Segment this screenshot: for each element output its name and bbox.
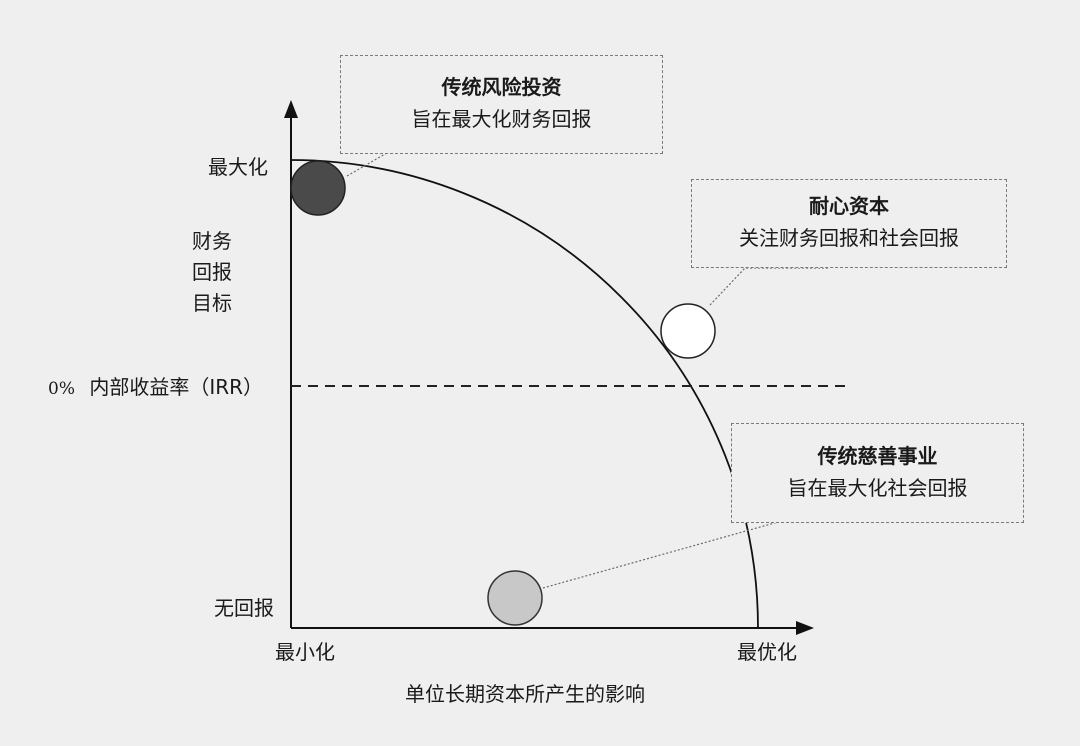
philanthropy-callout: 传统慈善事业 旨在最大化社会回报 xyxy=(731,423,1024,523)
irr-percent: 0% xyxy=(48,379,75,399)
y-axis-top-label: 最大化 xyxy=(208,155,268,179)
irr-text: 内部收益率（IRR） xyxy=(89,375,264,399)
philanthropy-subtitle: 旨在最大化社会回报 xyxy=(787,476,968,500)
y-axis-title-line-1: 财务 xyxy=(192,229,232,253)
irr-label: 0% 内部收益率（IRR） xyxy=(48,375,263,399)
x-axis-title: 单位长期资本所产生的影响 xyxy=(405,682,645,706)
philanthropy-leader-line xyxy=(542,521,779,589)
frontier-curve xyxy=(290,159,759,629)
philanthropy-title: 传统慈善事业 xyxy=(817,444,938,468)
patient-subtitle: 关注财务回报和社会回报 xyxy=(739,226,959,250)
venture-title: 传统风险投资 xyxy=(441,75,562,99)
y-axis-arrow xyxy=(284,100,298,118)
patient-title: 耐心资本 xyxy=(809,194,889,218)
x-axis-right-label: 最优化 xyxy=(737,640,797,664)
philanthropy-circle xyxy=(487,570,543,626)
venture-circle xyxy=(290,160,346,216)
y-axis-bottom-label: 无回报 xyxy=(214,596,274,620)
patient-callout: 耐心资本 关注财务回报和社会回报 xyxy=(691,179,1007,268)
x-axis-arrow xyxy=(796,621,814,635)
y-axis-title-line-3: 目标 xyxy=(192,291,232,315)
venture-subtitle: 旨在最大化财务回报 xyxy=(411,107,592,131)
patient-leader-line xyxy=(709,267,830,306)
patient-circle xyxy=(660,303,716,359)
y-axis-title-line-2: 回报 xyxy=(192,260,232,284)
y-axis-title: 财务 回报 目标 xyxy=(192,226,232,319)
x-axis-left-label: 最小化 xyxy=(275,640,335,664)
venture-callout: 传统风险投资 旨在最大化财务回报 xyxy=(340,55,663,154)
